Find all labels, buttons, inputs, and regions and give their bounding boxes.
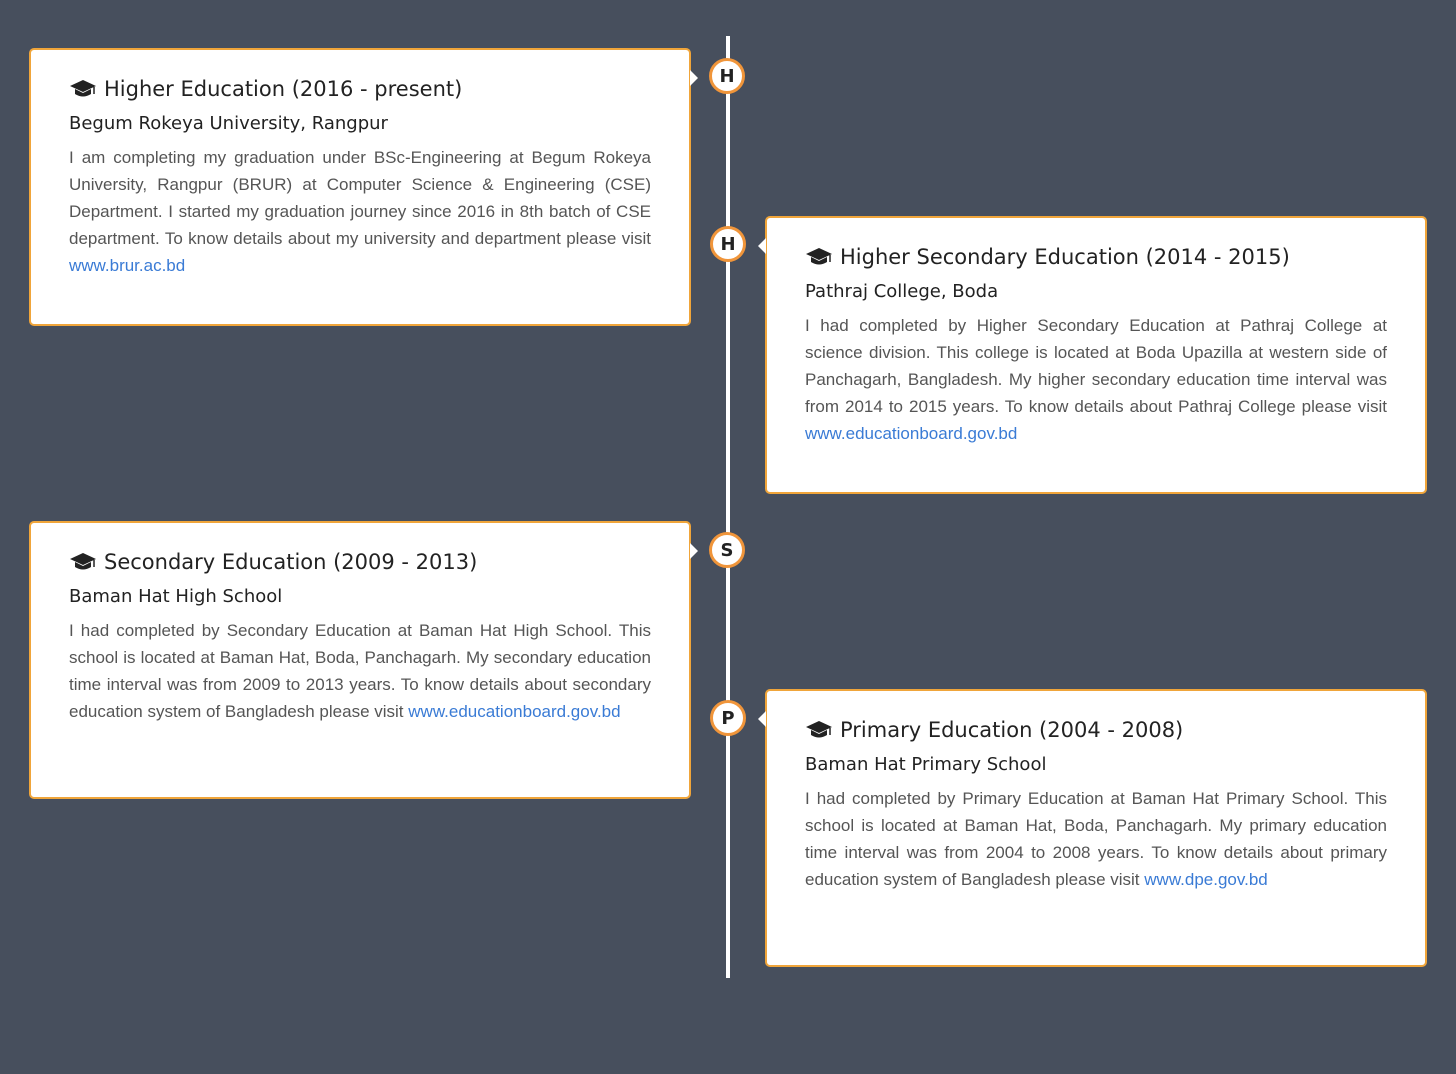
card-link[interactable]: www.dpe.gov.bd [1144, 870, 1268, 889]
graduation-cap-icon [70, 553, 96, 570]
card-title-text: Primary Education (2004 - 2008) [840, 718, 1184, 742]
card-description: I am completing my graduation under BSc-… [69, 144, 651, 279]
card-link[interactable]: www.educationboard.gov.bd [408, 702, 621, 721]
timeline-marker: P [710, 700, 746, 736]
timeline-card-primary: Primary Education (2004 - 2008) Baman Ha… [758, 689, 1427, 967]
description-text: I had completed by Secondary Education a… [69, 621, 651, 721]
card-title-text: Higher Secondary Education (2014 - 2015) [840, 245, 1290, 269]
graduation-cap-icon [806, 248, 832, 265]
card-title: Higher Education (2016 - present) [69, 74, 651, 104]
timeline-card-higher-education: Higher Education (2016 - present) Begum … [29, 48, 698, 326]
card-institution: Baman Hat High School [69, 586, 283, 607]
card-institution: Baman Hat Primary School [805, 754, 1047, 775]
description-text: I am completing my graduation under BSc-… [69, 148, 651, 248]
description-text: I had completed by Higher Secondary Educ… [805, 316, 1387, 416]
card-link[interactable]: www.educationboard.gov.bd [805, 424, 1018, 443]
card-link[interactable]: www.brur.ac.bd [69, 256, 186, 275]
timeline-marker: H [710, 226, 746, 262]
card-title-text: Secondary Education (2009 - 2013) [104, 550, 478, 574]
card-description: I had completed by Primary Education at … [805, 785, 1387, 893]
timeline-line [726, 36, 730, 978]
graduation-cap-icon [806, 721, 832, 738]
timeline-marker: H [709, 58, 745, 94]
card-title: Secondary Education (2009 - 2013) [69, 547, 651, 577]
card-description: I had completed by Higher Secondary Educ… [805, 312, 1387, 447]
timeline-card-secondary: Secondary Education (2009 - 2013) Baman … [29, 521, 698, 799]
timeline-marker: S [709, 532, 745, 568]
card-institution: Begum Rokeya University, Rangpur [69, 113, 388, 134]
card-institution: Pathraj College, Boda [805, 281, 999, 302]
card-title-text: Higher Education (2016 - present) [104, 77, 463, 101]
description-text: I had completed by Primary Education at … [805, 789, 1387, 889]
graduation-cap-icon [70, 80, 96, 97]
card-title: Higher Secondary Education (2014 - 2015) [805, 242, 1387, 272]
timeline-card-higher-secondary: Higher Secondary Education (2014 - 2015)… [758, 216, 1427, 494]
card-description: I had completed by Secondary Education a… [69, 617, 651, 725]
card-title: Primary Education (2004 - 2008) [805, 715, 1387, 745]
